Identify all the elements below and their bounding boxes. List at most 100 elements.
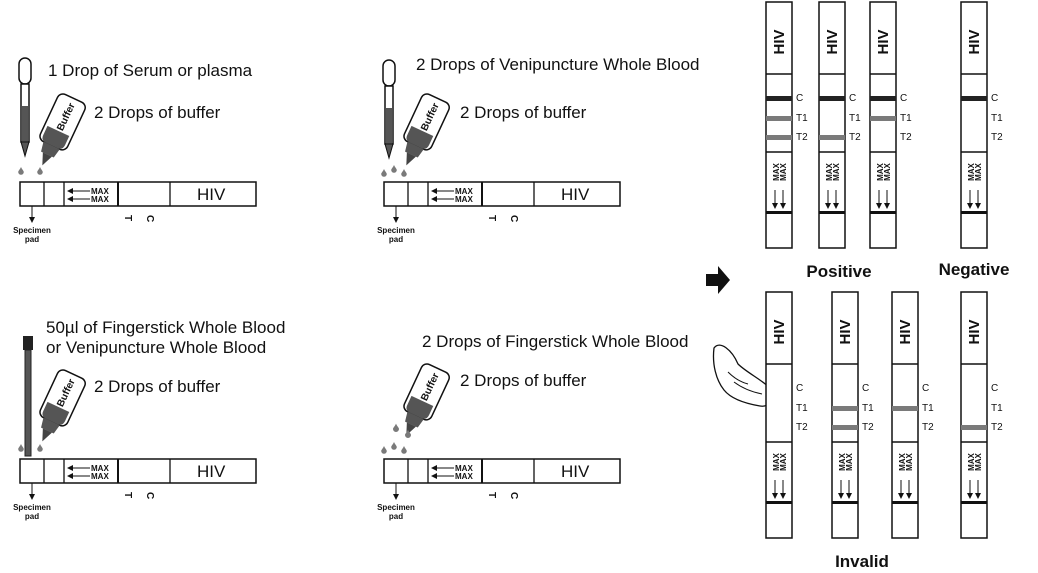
strip-max-label: MAX [967, 452, 976, 470]
max-label: MAX [455, 464, 473, 473]
strip-line-label-c: C [796, 383, 803, 394]
specimen-label: pad [25, 235, 39, 244]
cassette-hiv-label: HIV [561, 185, 590, 204]
strip-line-label-t2: T2 [991, 132, 1003, 143]
test-window-c-label: C [508, 492, 519, 499]
strip-line-t1 [832, 406, 858, 411]
strip-line-label-t2: T2 [922, 422, 934, 433]
strip-bar [961, 211, 987, 214]
specimen-label: Specimen [377, 226, 415, 235]
buffer-drop-icon [401, 445, 407, 454]
strip-line-t1 [766, 116, 792, 121]
strip-line-label-t2: T2 [796, 132, 808, 143]
strip-line-t2 [961, 425, 987, 430]
bottle-tip [42, 152, 52, 166]
strip-bar [892, 501, 918, 504]
max-label: MAX [91, 464, 109, 473]
cassette-body [19, 458, 257, 484]
strip-hiv-label: HIV [837, 319, 854, 344]
strip-line-t1 [870, 116, 896, 121]
max-label: MAX [455, 472, 473, 481]
strip-max-label: MAX [845, 452, 854, 470]
strip-body [869, 1, 897, 249]
strip-line-label-c: C [796, 93, 803, 104]
strip-max-label: MAX [974, 162, 983, 180]
bottle-base [42, 125, 70, 149]
strip-max-label: MAX [883, 162, 892, 180]
strip-hiv-label: HIV [966, 29, 983, 54]
cassette-hiv-label: HIV [561, 462, 590, 481]
sample-drop-icon [381, 168, 387, 177]
strip-max-label: MAX [772, 162, 781, 180]
bottle-neck [41, 141, 60, 158]
strip-bar [832, 501, 858, 504]
test-window-t-label: T [122, 215, 133, 221]
dropper-icon [18, 57, 32, 158]
specimen-label: Specimen [13, 503, 51, 512]
bottle-base [406, 125, 434, 149]
results-layer: HIVCT1T2MAXMAXHIVCT1T2MAXMAXHIVCT1T2MAXM… [706, 1, 1010, 571]
sample-drop-icon [381, 445, 387, 454]
buffer-instruction: 2 Drops of buffer [460, 371, 587, 390]
strip-hiv-label: HIV [824, 29, 841, 54]
strip-line-label-t1: T1 [796, 403, 808, 414]
hand-outline [712, 344, 774, 407]
buffer-bottle-icon: Buffer [39, 93, 86, 166]
strip-line-label-t1: T1 [991, 403, 1003, 414]
max-label: MAX [91, 472, 109, 481]
strip-line-label-t1: T1 [991, 113, 1003, 124]
buffer-instruction: 2 Drops of buffer [94, 103, 221, 122]
strip-line-label-t1: T1 [849, 113, 861, 124]
specimen-label: Specimen [377, 503, 415, 512]
strip-body [891, 291, 919, 539]
sample-drop-icon [18, 166, 24, 175]
strip-line-label-t1: T1 [922, 403, 934, 414]
negative-label: Negative [939, 260, 1010, 279]
specimen-label: pad [389, 235, 403, 244]
strip-line-label-c: C [922, 383, 929, 394]
sample-instruction: 1 Drop of Serum or plasma [48, 61, 253, 80]
buffer-bottle-icon: Buffer [403, 363, 450, 436]
sample-drop-icon [391, 441, 397, 450]
cassette-body [383, 458, 621, 484]
test-window-t-label: T [486, 492, 497, 498]
strip-bar [870, 211, 896, 214]
strip-max-label: MAX [825, 162, 834, 180]
strip-max-label: MAX [838, 452, 847, 470]
capillary-icon [23, 336, 33, 457]
strip-line-c [961, 96, 987, 101]
strip-max-label: MAX [905, 452, 914, 470]
strip-max-label: MAX [832, 162, 841, 180]
max-label: MAX [455, 195, 473, 204]
dropper-tip [20, 141, 30, 158]
dropper-icon [382, 59, 396, 160]
procedure-panel-1: 1 Drop of Serum or plasma 2 Drops of buff… [13, 57, 257, 244]
strip-max-label: MAX [898, 452, 907, 470]
test-window-t-label: T [486, 215, 497, 221]
strip-body [765, 1, 793, 249]
strip-line-t2 [832, 425, 858, 430]
bottle-neck [41, 417, 60, 434]
strip-line-label-t1: T1 [900, 113, 912, 124]
buffer-instruction: 2 Drops of buffer [460, 103, 587, 122]
sample-instruction: 2 Drops of Venipuncture Whole Blood [416, 55, 700, 74]
test-window-t-label: T [122, 492, 133, 498]
strip-body [960, 1, 988, 249]
blood-drop-icon [393, 423, 399, 432]
strip-line-t1 [892, 406, 918, 411]
finger-crease [727, 371, 749, 385]
strip-line-t2 [766, 135, 792, 140]
strip-line-label-t2: T2 [849, 132, 861, 143]
cassette-body [383, 181, 621, 207]
buffer-drop-icon [401, 168, 407, 177]
bottle-neck [405, 411, 424, 428]
strip-bar [819, 211, 845, 214]
strip-body [765, 291, 793, 539]
